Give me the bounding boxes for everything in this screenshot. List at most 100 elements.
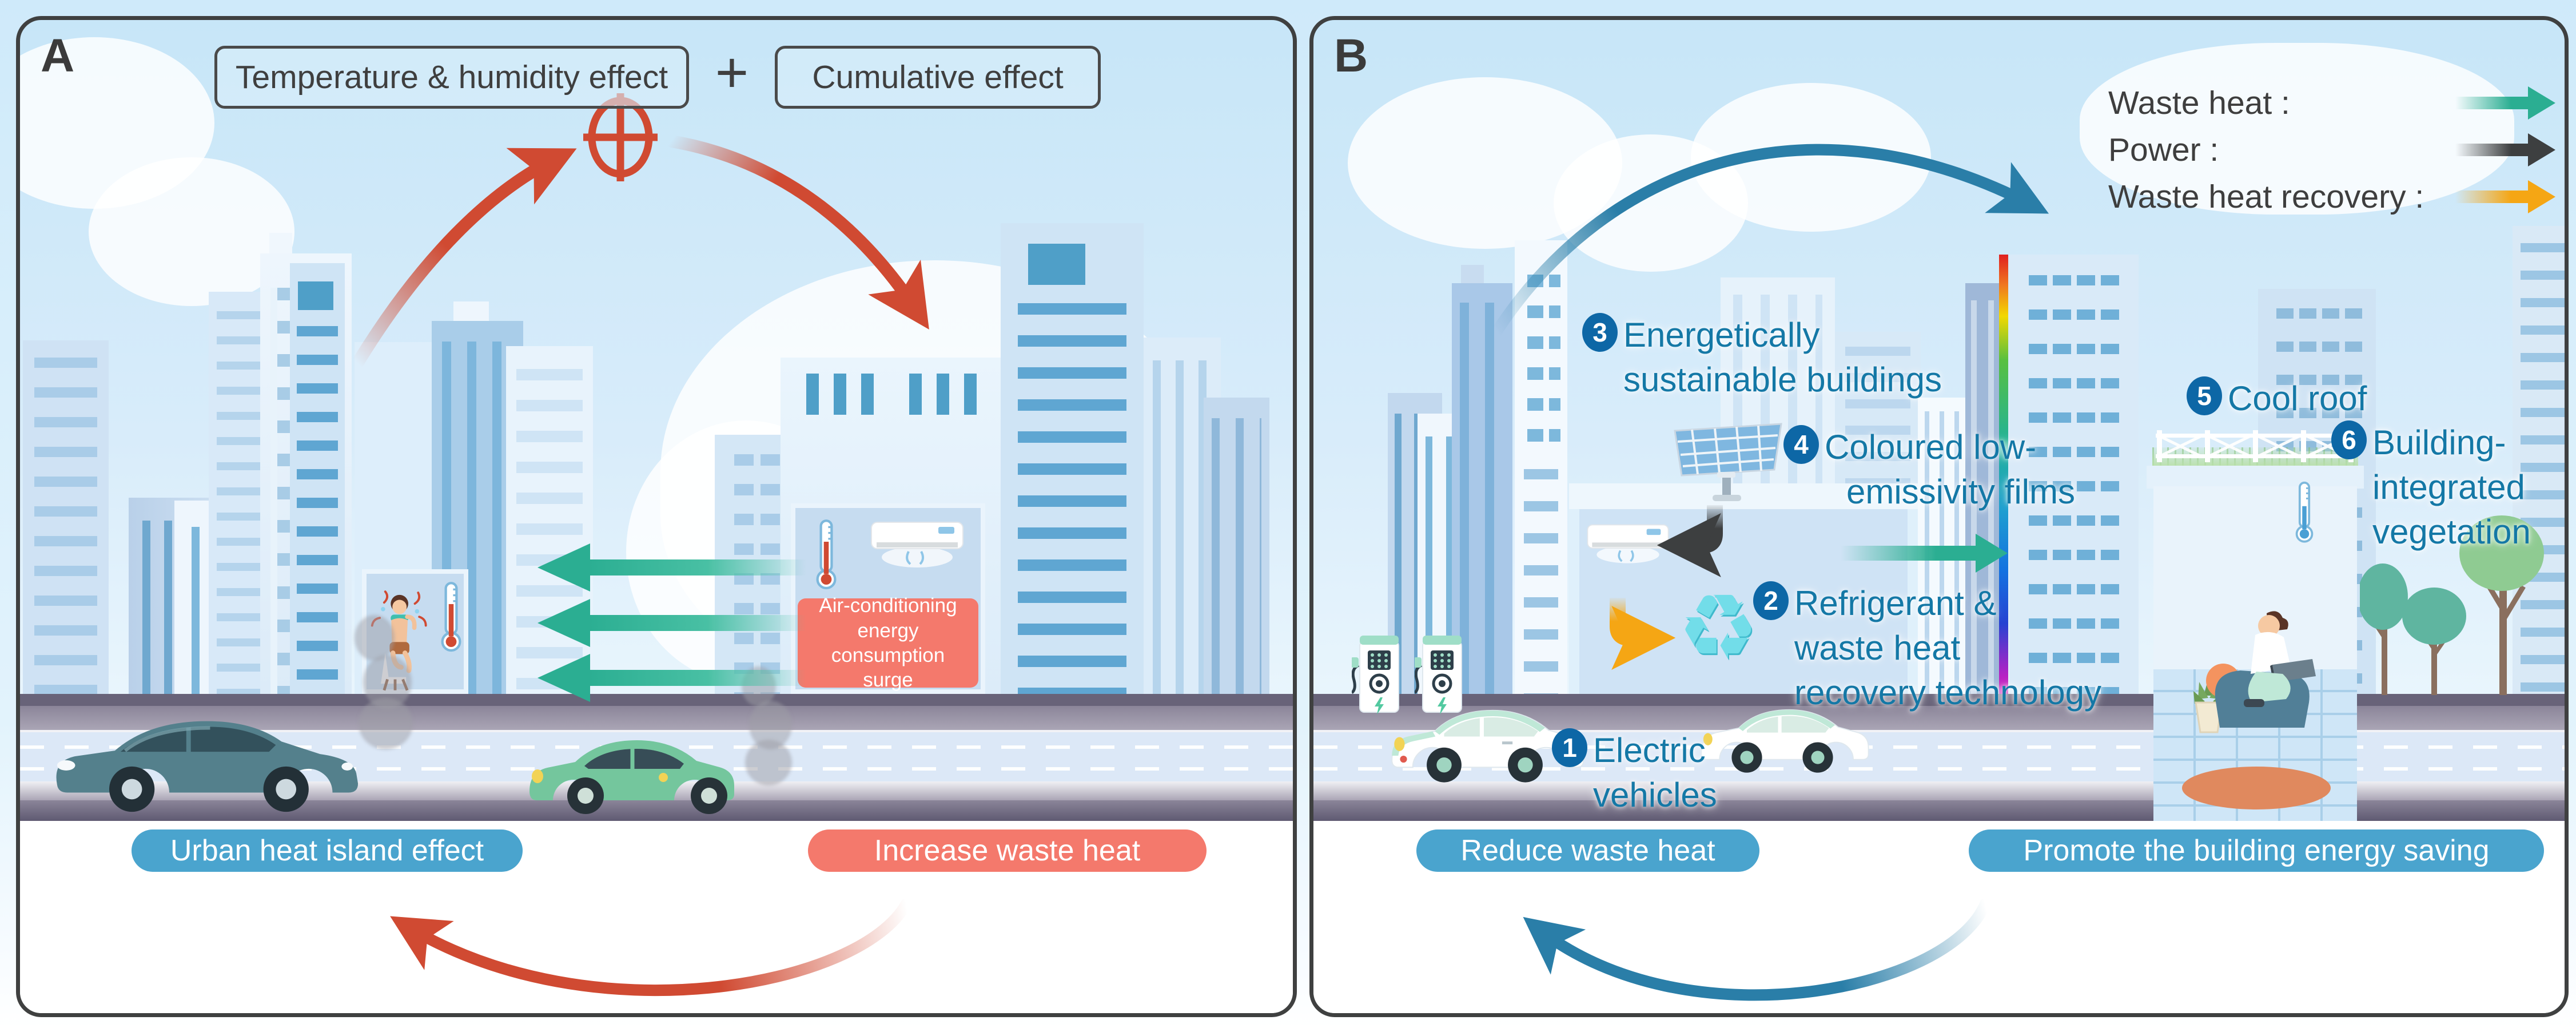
arrow-shaft xyxy=(1841,546,1977,561)
badge-2: 2 xyxy=(1753,581,1789,620)
tree-icon xyxy=(2402,588,2466,695)
caption-ac-surge: Air-conditioning energy consumption surg… xyxy=(798,594,978,691)
windows xyxy=(297,326,338,694)
ev-car xyxy=(1701,709,1869,773)
windows xyxy=(2521,243,2565,694)
pill-promote-energy-saving-label: Promote the building energy saving xyxy=(2023,834,2490,867)
measure-4-line: Coloured low- xyxy=(1825,428,2037,466)
arrow-head xyxy=(538,654,590,702)
parapet xyxy=(1569,483,1918,509)
arrow-shaft xyxy=(2455,190,2530,203)
air-conditioner-icon xyxy=(1587,524,1669,563)
pill-reduce-waste-heat: Reduce waste heat xyxy=(1416,829,1759,872)
parapet xyxy=(2147,466,2364,489)
measure-3-line: sustainable buildings xyxy=(1623,360,1942,399)
arrow-head xyxy=(2528,133,2555,166)
measure-6-line: Building- xyxy=(2372,423,2506,462)
measure-low-emissivity-films: 4 Coloured low- emissivity films xyxy=(1783,425,2075,514)
building xyxy=(23,340,109,694)
badge-6: 6 xyxy=(2331,420,2367,459)
waste-heat-arrow-icon xyxy=(538,599,806,647)
waste-heat-arrow-icon xyxy=(2455,86,2555,120)
arrow-head xyxy=(538,599,590,647)
effect-box-cumulative: Cumulative effect xyxy=(775,46,1101,109)
legend-label-power: Power : xyxy=(2108,132,2219,168)
windows xyxy=(1018,303,1126,694)
measure-1-line: Electric xyxy=(1593,731,1706,769)
badge-4: 4 xyxy=(1783,425,1819,464)
tree-icon xyxy=(2459,515,2544,695)
legend-row-waste-heat: Waste heat : xyxy=(2108,80,2555,126)
windows xyxy=(1460,303,1504,694)
solar-panel-icon xyxy=(1674,423,1782,501)
exhaust-smoke xyxy=(355,615,395,661)
effect-box-cumulative-label: Cumulative effect xyxy=(812,59,1064,96)
person-with-laptop xyxy=(2206,611,2316,728)
pill-urban-heat-island: Urban heat island effect xyxy=(132,829,523,872)
legend-label-waste-heat-recovery: Waste heat recovery : xyxy=(2108,178,2424,215)
pill-increase-waste-heat-label: Increase waste heat xyxy=(874,834,1141,867)
pill-promote-energy-saving: Promote the building energy saving xyxy=(1969,829,2544,872)
building xyxy=(2513,226,2565,694)
windows xyxy=(1522,275,1560,454)
legend-row-waste-heat-recovery: Waste heat recovery : xyxy=(2108,173,2555,220)
rug xyxy=(2182,767,2331,809)
exhaust-smoke xyxy=(745,740,792,785)
building-cool-roof xyxy=(2147,428,2364,821)
badge-3: 3 xyxy=(1582,313,1618,352)
windows xyxy=(2023,275,2125,694)
arrow-shaft xyxy=(588,615,806,631)
building xyxy=(1515,240,1567,694)
windows xyxy=(909,374,978,415)
indoor-room-ac: Air-conditioning energy consumption surg… xyxy=(791,503,985,694)
measure-electric-vehicles: 1 Electric vehicles xyxy=(1552,728,1717,817)
arrow-head xyxy=(1976,534,2008,573)
power-arrow-icon xyxy=(2455,133,2555,166)
arrow-shaft xyxy=(2455,97,2530,109)
legend: Waste heat : Power : Waste heat recovery… xyxy=(2108,80,2555,220)
room-interior xyxy=(2153,486,2357,821)
car-hatchback-green xyxy=(529,740,734,814)
windows xyxy=(1971,300,1995,694)
cloud xyxy=(2080,43,2514,215)
waste-heat-arrow-icon xyxy=(538,543,806,592)
windows xyxy=(1845,347,1910,485)
ev-car xyxy=(1391,709,1584,783)
building xyxy=(1452,283,1512,694)
arrow-shaft xyxy=(588,670,806,686)
measure-6-line: vegetation xyxy=(2372,513,2531,551)
panel-b-letter: B xyxy=(1334,30,1368,82)
exhaust-smoke xyxy=(359,698,413,749)
thermometer-hot-icon xyxy=(441,582,461,652)
measure-cool-roof: 5 Cool roof xyxy=(2187,376,2367,421)
pill-increase-waste-heat: Increase waste heat xyxy=(808,829,1207,872)
arrow-shaft xyxy=(588,559,806,575)
waste-heat-arrow-icon xyxy=(1841,534,2008,573)
windows xyxy=(1153,360,1212,694)
windows xyxy=(806,374,875,415)
waste-heat-arrow-icon xyxy=(538,654,806,702)
badge-1: 1 xyxy=(1552,728,1587,767)
measure-6-line: integrated xyxy=(2372,468,2525,506)
lane-marking xyxy=(1313,745,2565,749)
arrow-head xyxy=(2528,86,2555,120)
measure-sustainable-buildings: 3 Energetically sustainable buildings xyxy=(1582,313,1942,402)
measure-3-line: Energetically xyxy=(1623,316,1820,354)
sidewalk xyxy=(20,800,1293,821)
building xyxy=(1001,223,1144,694)
air-conditioner-icon xyxy=(871,522,963,567)
badge-5: 5 xyxy=(2187,376,2222,415)
windows xyxy=(1212,418,1261,694)
charging-station-icon xyxy=(1352,636,1399,715)
windows xyxy=(1524,469,1558,694)
coloured-low-emissivity-film-strip xyxy=(1999,255,2008,694)
recycle-icon: ♻ xyxy=(1678,577,1759,678)
arrow-shaft xyxy=(2455,144,2530,156)
roof-fence-icon xyxy=(2156,430,2355,462)
windows xyxy=(34,358,97,694)
panel-a-letter: A xyxy=(41,30,75,82)
waste-heat-recovery-arrow-icon xyxy=(2455,180,2555,213)
thermometer-hot-icon xyxy=(816,519,837,590)
measure-building-vegetation: 6 Building- integrated vegetation xyxy=(2331,420,2531,554)
legend-label-waste-heat: Waste heat : xyxy=(2108,85,2290,121)
